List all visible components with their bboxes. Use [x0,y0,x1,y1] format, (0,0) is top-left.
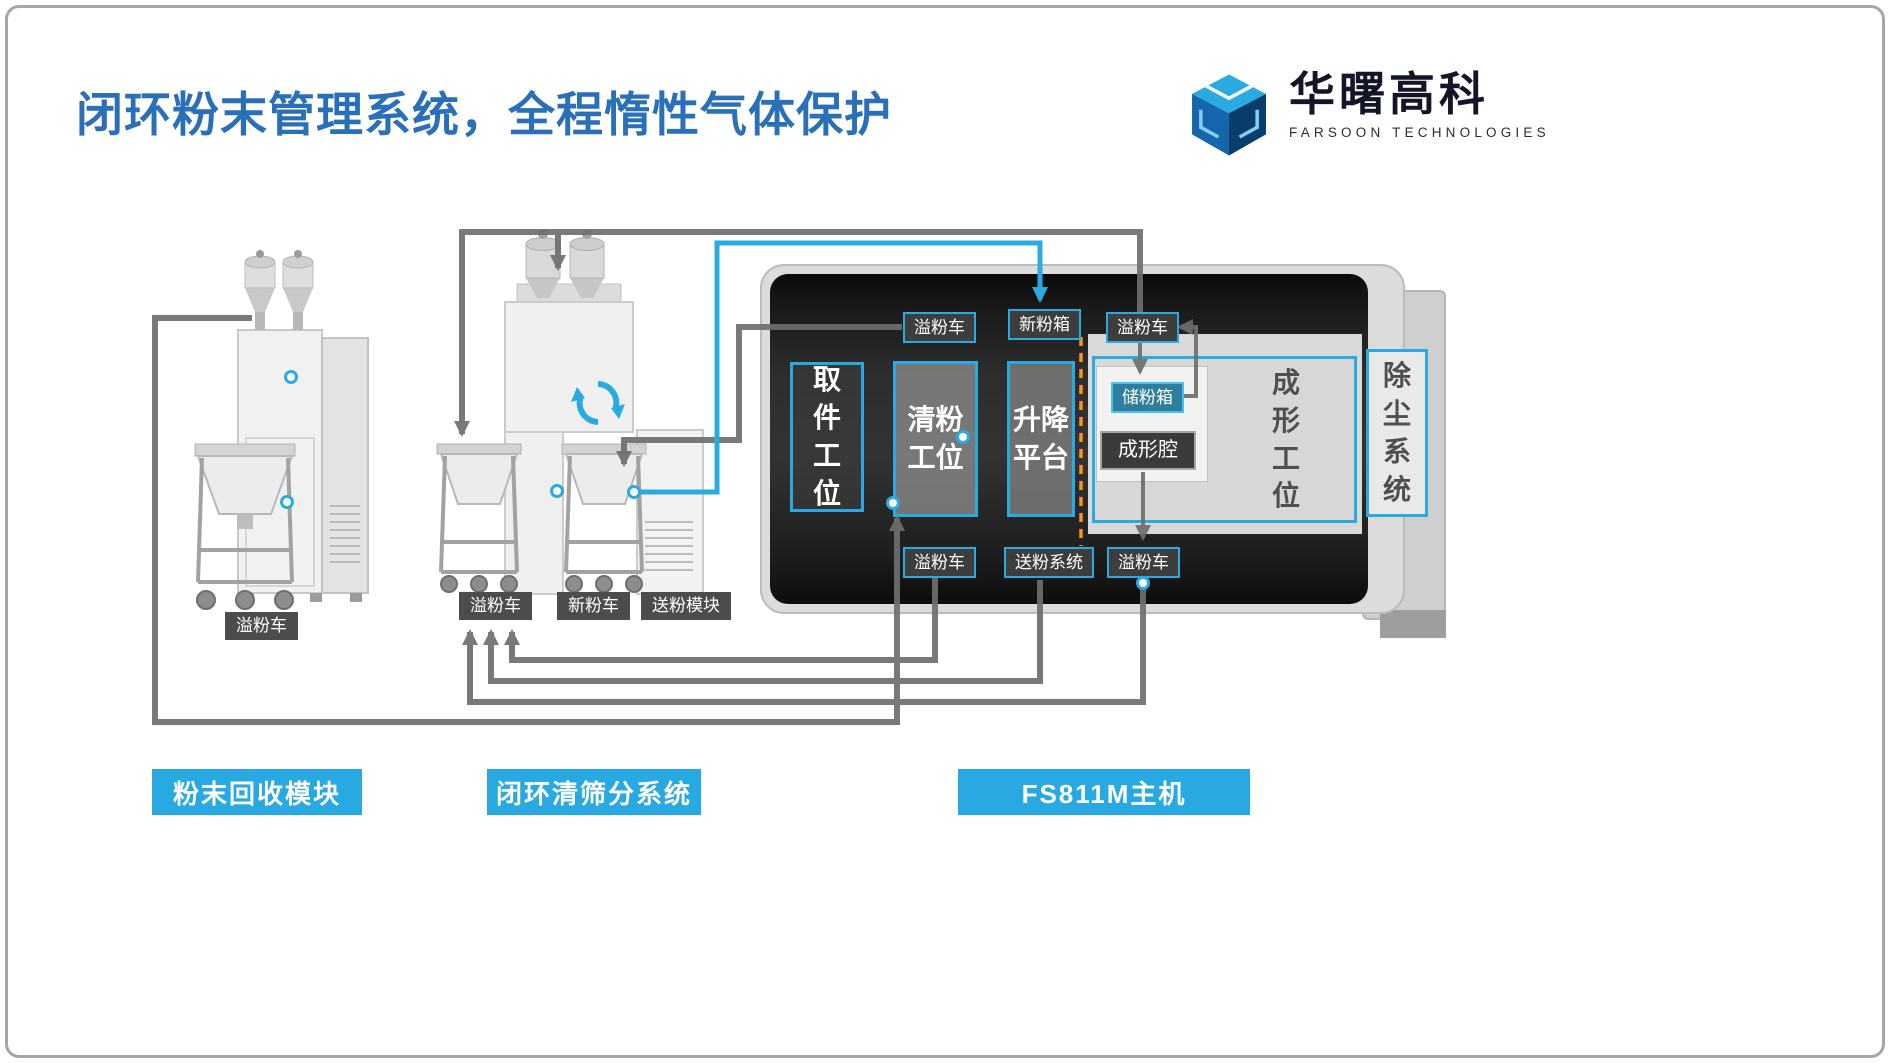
farsoon-logo-icon [1185,70,1273,160]
caption-powder-recovery-module: 粉末回收模块 [152,769,362,815]
sieving-system-illustration [425,222,720,627]
label-feed-module: 送粉模块 [641,592,731,621]
zone-label: 清粉工位 [907,404,964,473]
zone-label: 成形工位 [1271,366,1300,512]
dust-system-base [1380,610,1446,638]
zone-dust-system: 除尘系统 [1366,349,1428,517]
tag-overflow-cart-bottom-left: 溢粉车 [903,547,976,579]
tag-overflow-cart-top-left: 溢粉车 [903,312,976,344]
label-recovery-overflow-cart: 溢粉车 [225,612,298,641]
logo: 华曙高科 FARSOON TECHNOLOGIES [1185,70,1550,160]
zone-label: 升降平台 [1012,404,1069,473]
zone-label: 除尘系统 [1382,360,1411,505]
tag-powder-feed-system: 送粉系统 [1004,547,1094,579]
page-title: 闭环粉末管理系统，全程惰性气体保护 [76,88,892,141]
zone-cleaning-station: 清粉工位 [893,361,978,517]
powder-recovery-machine-illustration [150,248,395,628]
zone-lift-platform: 升降平台 [1007,361,1075,517]
zone-pickup-station: 取件工位 [790,362,864,512]
tag-overflow-cart-bottom-right: 溢粉车 [1107,547,1180,579]
zone-label: 取件工位 [812,364,841,509]
tag-forming-chamber: 成形腔 [1100,431,1196,470]
caption-closed-loop-sieving-system: 闭环清筛分系统 [487,769,701,815]
label-new-powder-cart: 新粉车 [557,592,630,621]
tag-new-powder-box: 新粉箱 [1008,309,1081,341]
caption-fs811m-main-machine: FS811M主机 [958,769,1250,815]
logo-text: 华曙高科 FARSOON TECHNOLOGIES [1289,68,1550,141]
tag-overflow-cart-top-right: 溢粉车 [1106,312,1179,344]
logo-subtitle: FARSOON TECHNOLOGIES [1289,125,1550,141]
label-sieving-overflow-cart: 溢粉车 [459,592,532,621]
tag-powder-storage-box: 储粉箱 [1111,382,1184,414]
logo-brand: 华曙高科 [1289,68,1489,120]
